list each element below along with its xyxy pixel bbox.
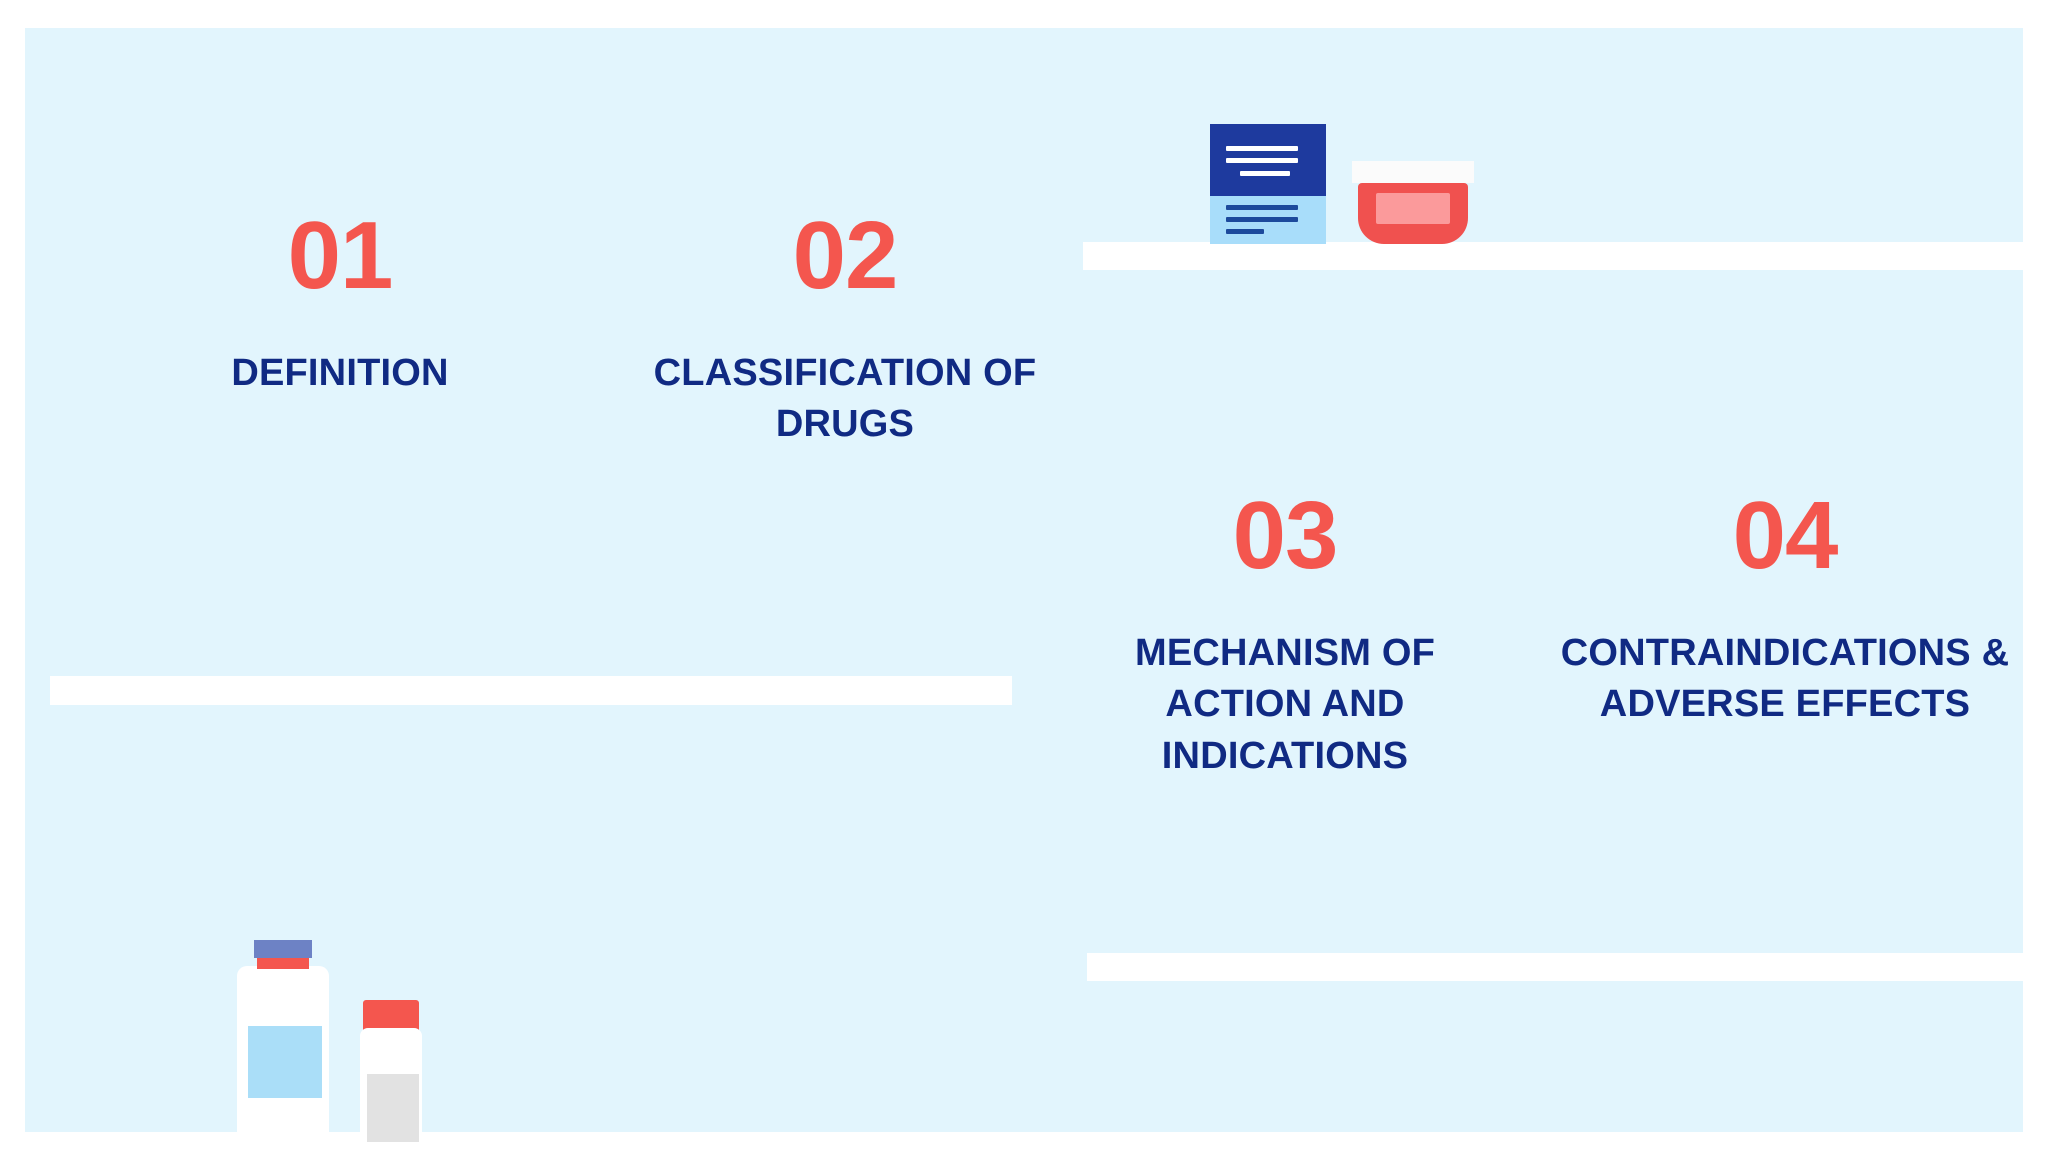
large-bottle-cap-band bbox=[257, 958, 309, 969]
large-bottle-label bbox=[248, 1026, 322, 1098]
document-and-jar-illustration bbox=[1210, 124, 1480, 244]
jar-neck bbox=[1352, 161, 1474, 183]
document-line bbox=[1226, 158, 1298, 163]
jar-label bbox=[1376, 193, 1450, 224]
medicine-jar-icon bbox=[1352, 161, 1474, 244]
agenda-section-02[interactable]: 02 CLASSIFICATION OF DRUGS bbox=[635, 208, 1055, 451]
document-line bbox=[1226, 229, 1264, 234]
small-bottle-label bbox=[367, 1074, 419, 1142]
slide-background-panel: 01 DEFINITION 02 CLASSIFICATION OF DRUGS… bbox=[25, 28, 2048, 1152]
document-header-block bbox=[1210, 124, 1326, 196]
prescription-document-icon bbox=[1210, 124, 1326, 244]
shelf-bar-top-right bbox=[1083, 242, 2048, 270]
document-line bbox=[1226, 217, 1298, 222]
agenda-section-04[interactable]: 04 CONTRAINDICATIONS & ADVERSE EFFECTS bbox=[1510, 488, 2048, 731]
section-title: MECHANISM OF ACTION AND INDICATIONS bbox=[1134, 632, 1436, 777]
shelf-bar-middle-left bbox=[50, 676, 1012, 705]
section-number: 02 bbox=[792, 202, 899, 309]
document-line bbox=[1226, 205, 1298, 210]
document-line bbox=[1226, 146, 1298, 151]
agenda-section-01[interactable]: 01 DEFINITION bbox=[195, 208, 485, 399]
section-number: 04 bbox=[1732, 482, 1839, 589]
agenda-section-03[interactable]: 03 MECHANISM OF ACTION AND INDICATIONS bbox=[1100, 488, 1470, 782]
large-bottle-cap-top bbox=[254, 940, 312, 958]
medicine-bottles-illustration bbox=[215, 940, 455, 1152]
shelf-bar-bottom-right bbox=[1087, 953, 2048, 981]
section-title: CLASSIFICATION OF DRUGS bbox=[653, 352, 1037, 446]
section-number: 01 bbox=[287, 202, 394, 309]
document-line bbox=[1240, 171, 1290, 176]
section-number: 03 bbox=[1232, 482, 1339, 589]
section-title: CONTRAINDICATIONS & ADVERSE EFFECTS bbox=[1560, 632, 2010, 726]
section-title: DEFINITION bbox=[231, 352, 449, 394]
document-body-block bbox=[1210, 196, 1326, 244]
